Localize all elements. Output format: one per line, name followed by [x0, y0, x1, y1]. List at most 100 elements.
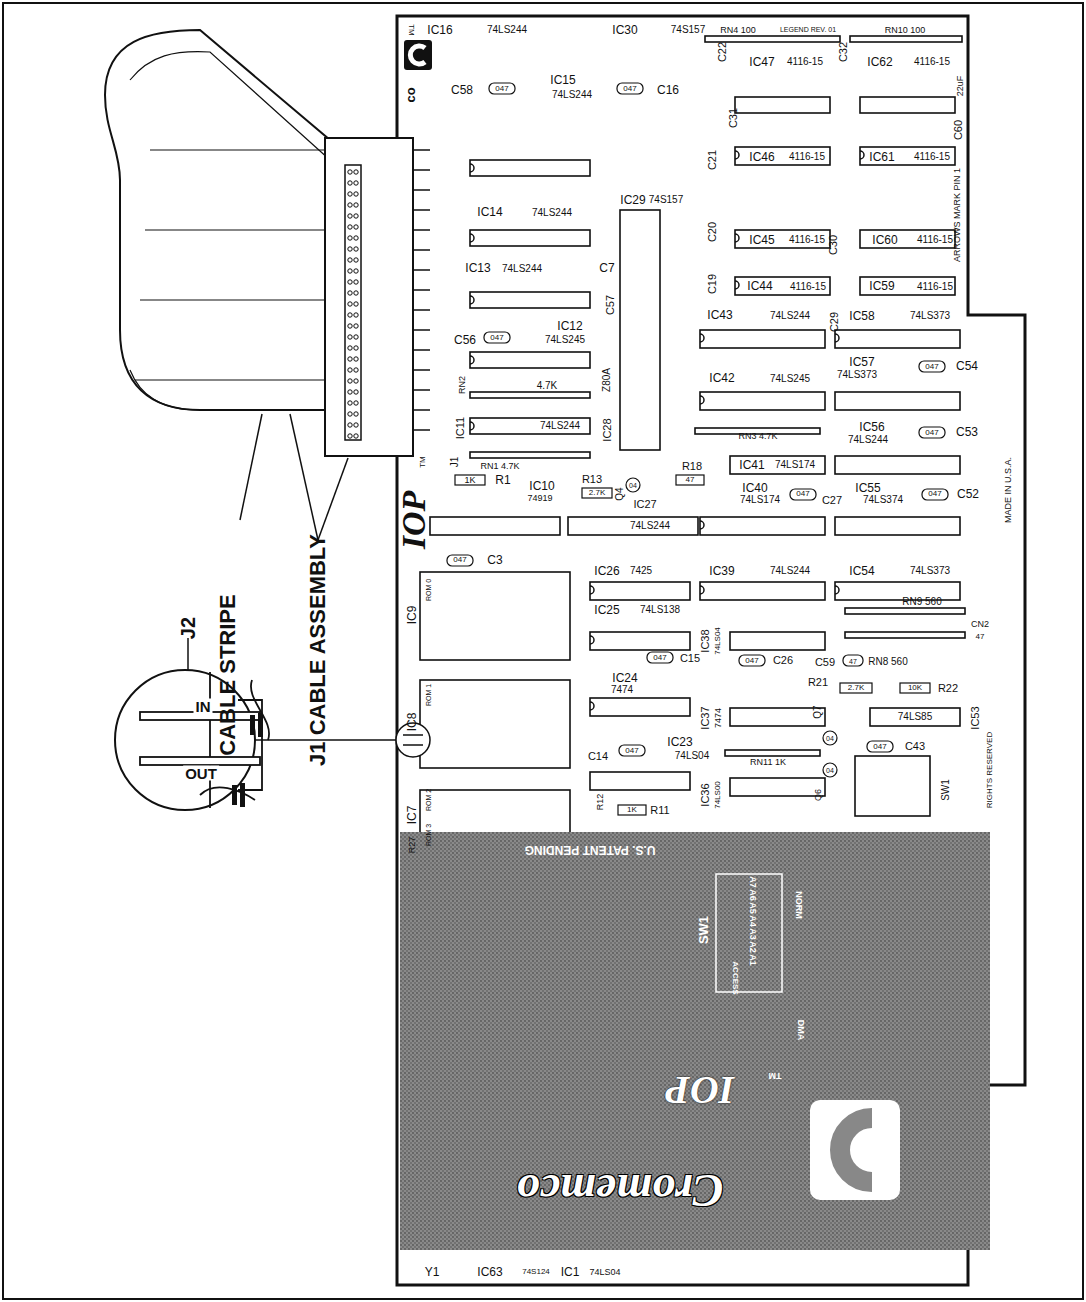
board-label: C27	[822, 495, 842, 506]
board-label: C14	[588, 751, 608, 762]
board-label: TM	[769, 1071, 782, 1080]
board-label: 4116-15	[917, 235, 953, 245]
board-label: ROM 2	[425, 789, 432, 811]
connector-pin	[354, 346, 358, 350]
connector-pin	[348, 214, 352, 218]
connector-pin	[348, 346, 352, 350]
connector-pin	[354, 390, 358, 394]
board-label: A3	[748, 928, 757, 940]
board-label: CABLE STRIPE	[217, 594, 239, 755]
board-label: 74LS174	[775, 460, 815, 470]
board-label: RN1 4.7K	[480, 462, 519, 471]
board-label: RN2	[458, 376, 467, 394]
board-label: 04	[826, 735, 834, 742]
board-label: IC8	[406, 713, 418, 732]
inset-label: OUT	[183, 766, 219, 781]
board-label: IC9	[406, 606, 418, 625]
board-label: IC16	[427, 24, 452, 36]
board-label: 047	[928, 490, 941, 498]
connector-pin	[348, 291, 352, 295]
connector-pin	[354, 357, 358, 361]
board-label: 74LS245	[545, 335, 585, 345]
board-label: R22	[938, 683, 958, 694]
board-label: C60	[953, 120, 964, 140]
connector-pin	[354, 192, 358, 196]
board-label: IC29	[620, 194, 645, 206]
board-label: Z80A	[602, 368, 612, 392]
connector-pin	[348, 324, 352, 328]
board-label: Q7	[813, 705, 823, 718]
board-label: 4116-15	[787, 57, 823, 67]
board-label: 74LS85	[898, 712, 932, 722]
board-label: IC27	[633, 499, 656, 510]
board-label: IC61	[869, 151, 894, 163]
board-label: IC24	[612, 672, 637, 684]
board-label: ROM 3	[425, 824, 432, 846]
board-label: 04	[826, 767, 834, 774]
board-label: Q6	[814, 789, 823, 801]
board-label: 74LS244	[540, 421, 580, 431]
connector-pin	[348, 181, 352, 185]
board-label: 74LS373	[910, 311, 950, 321]
board-label: 7474	[611, 685, 633, 695]
board-label: ROM 0	[425, 579, 432, 601]
connector-pin	[348, 335, 352, 339]
board-label: IC10	[529, 480, 554, 492]
connector-pin	[348, 280, 352, 284]
board-label: 047	[796, 490, 809, 498]
board-label: C43	[905, 741, 925, 752]
board-label: 1K	[464, 476, 475, 485]
board-label: IC45	[749, 234, 774, 246]
board-label: RN4 100	[720, 26, 756, 35]
connector-pin	[354, 236, 358, 240]
board-label: 047	[625, 747, 638, 755]
board-label: 10K	[908, 684, 922, 692]
board-label: C26	[773, 655, 793, 666]
connector-pin	[348, 434, 352, 438]
board-label: 74S157	[649, 195, 683, 205]
board-label: IC28	[602, 418, 613, 441]
connector-pin	[354, 423, 358, 427]
board-label: IC15	[550, 74, 575, 86]
connector-pin	[348, 313, 352, 317]
board-label: IC59	[869, 280, 894, 292]
board-label: RN11 1K	[750, 758, 786, 767]
board-label: J1 CABLE ASSEMBLY	[307, 534, 329, 766]
board-label: IC41	[739, 459, 764, 471]
board-label: RN3 4.7K	[738, 432, 777, 441]
connector-pin	[354, 214, 358, 218]
board-label: SW1	[941, 779, 951, 801]
board-label: U.S. PATENT PENDING	[525, 844, 656, 856]
board-label: 74LS374	[863, 495, 903, 505]
board-label: 22uF	[956, 76, 965, 97]
connector-pin	[348, 170, 352, 174]
board-label: IC46	[749, 151, 774, 163]
connector-pin	[354, 379, 358, 383]
board-label: 4116-15	[790, 282, 826, 292]
board-label: 4.7K	[537, 381, 558, 391]
board-label: 74LS00	[714, 781, 722, 809]
board-label: IC7	[406, 806, 418, 825]
board-label: 4116-15	[917, 282, 953, 292]
board-label: 047	[873, 743, 886, 751]
board-label: IC53	[970, 706, 981, 729]
board-label: IOP	[397, 491, 431, 550]
board-label: R12	[596, 794, 605, 811]
connector-pin	[348, 401, 352, 405]
connector-pin	[354, 247, 358, 251]
board-label: 74LS244	[770, 311, 810, 321]
board-label: 47	[686, 476, 695, 484]
connector-pin	[348, 357, 352, 361]
board-label: 74LS04	[589, 1268, 620, 1277]
connector-pin	[354, 412, 358, 416]
board-label: 74S124	[522, 1268, 550, 1276]
board-label: R18	[682, 461, 702, 472]
board-label: J1	[450, 457, 460, 468]
board-label: 4116-15	[789, 235, 825, 245]
board-label: 2.7K	[848, 684, 864, 692]
board-label: TM	[419, 456, 427, 468]
board-label: A2	[748, 941, 757, 953]
board-label: C7	[599, 262, 614, 274]
board-label: IC55	[855, 482, 880, 494]
board-label: C54	[956, 360, 978, 372]
